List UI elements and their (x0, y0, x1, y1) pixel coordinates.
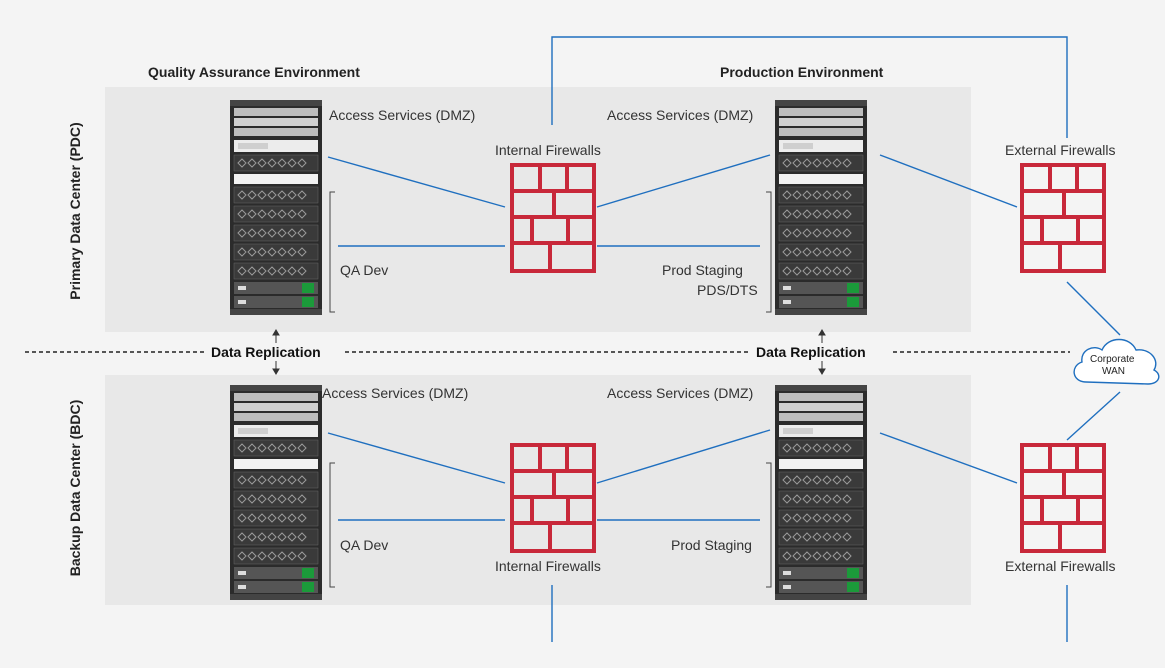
internal-firewall-pdc (510, 163, 596, 273)
pds-dts-label: PDS/DTS (697, 282, 758, 298)
qa-pdc-access-services-label: Access Services (DMZ) (329, 107, 476, 123)
replication-arrows (272, 329, 826, 375)
bdc-qa-dev-label: QA Dev (340, 537, 389, 553)
qa-bdc-access-services-label: Access Services (DMZ) (322, 385, 469, 401)
external-firewall-pdc (1020, 163, 1106, 273)
qa-environment-title: Quality Assurance Environment (148, 64, 360, 80)
brackets (329, 191, 772, 588)
cloud-wan-label: WAN (1102, 366, 1125, 377)
prod-data-replication-label: Data Replication (750, 344, 872, 360)
pdc-prod-staging-label: Prod Staging (662, 262, 743, 278)
pdc-external-firewalls-label: External Firewalls (1005, 142, 1116, 158)
prod-environment-title: Production Environment (720, 64, 884, 80)
pdc-internal-firewalls-label: Internal Firewalls (495, 142, 601, 158)
network-links (327, 36, 1121, 642)
primary-dc-label: Primary Data Center (PDC) (67, 122, 83, 300)
cloud-corporate-label: Corporate (1090, 354, 1135, 365)
prod-rack-bdc (774, 384, 868, 601)
prod-bdc-access-services-label: Access Services (DMZ) (607, 385, 754, 401)
bdc-external-firewalls-label: External Firewalls (1005, 558, 1116, 574)
pdc-qa-dev-label: QA Dev (340, 262, 389, 278)
external-firewall-bdc (1020, 443, 1106, 553)
bdc-prod-staging-label: Prod Staging (671, 537, 752, 553)
qa-rack-bdc (229, 384, 323, 601)
qa-rack-pdc (229, 99, 323, 316)
qa-data-replication-label: Data Replication (205, 344, 327, 360)
backup-dc-label: Backup Data Center (BDC) (67, 399, 83, 577)
internal-firewall-bdc (510, 443, 596, 553)
prod-pdc-access-services-label: Access Services (DMZ) (607, 107, 754, 123)
prod-rack-pdc (774, 99, 868, 316)
bdc-internal-firewalls-label: Internal Firewalls (495, 558, 601, 574)
cloud-icon (1073, 338, 1160, 385)
